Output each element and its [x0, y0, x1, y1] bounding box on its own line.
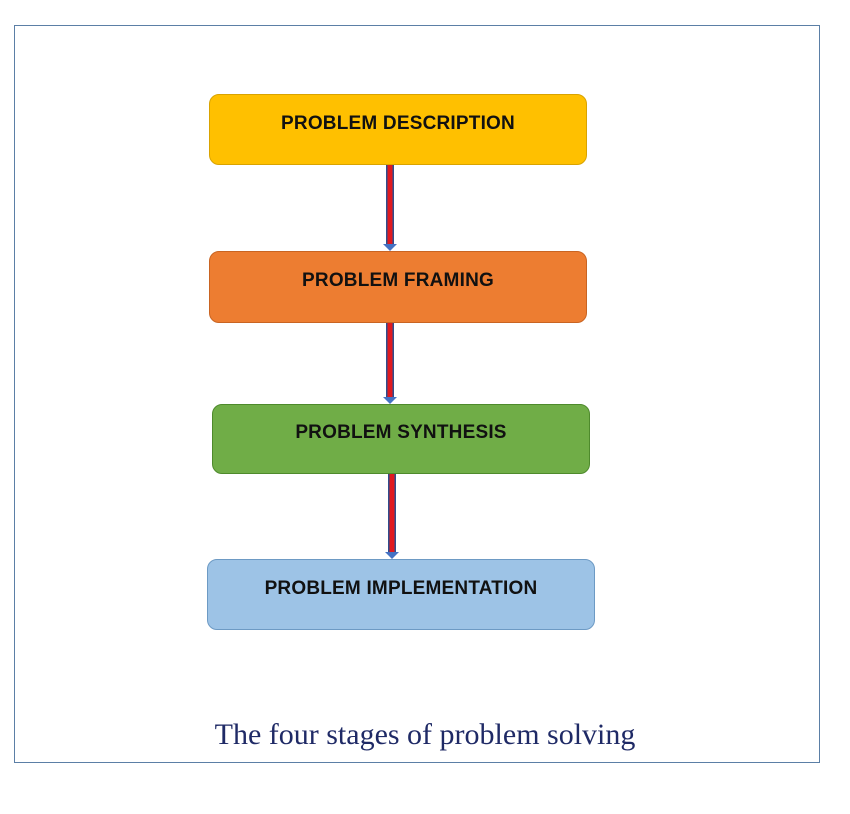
stage-label: PROBLEM SYNTHESIS: [295, 422, 507, 443]
connector-arrow-3: [385, 474, 399, 559]
arrowhead-icon: [383, 397, 397, 404]
stage-label: PROBLEM FRAMING: [302, 270, 494, 291]
connector-shaft: [387, 165, 393, 244]
arrowhead-icon: [383, 244, 397, 251]
stage-problem-synthesis: PROBLEM SYNTHESIS: [212, 404, 590, 474]
stage-problem-implementation: PROBLEM IMPLEMENTATION: [207, 559, 595, 630]
stage-label: PROBLEM IMPLEMENTATION: [264, 577, 538, 599]
diagram-caption: The four stages of problem solving: [214, 718, 636, 751]
stage-label: PROBLEM DESCRIPTION: [281, 112, 515, 134]
stage-problem-framing: PROBLEM FRAMING: [209, 251, 587, 323]
connector-arrow-1: [383, 165, 397, 251]
connector-shaft: [389, 474, 395, 552]
arrowhead-icon: [385, 552, 399, 559]
connector-shaft: [387, 323, 393, 397]
connector-arrow-2: [383, 323, 397, 404]
stage-problem-description: PROBLEM DESCRIPTION: [209, 94, 587, 165]
